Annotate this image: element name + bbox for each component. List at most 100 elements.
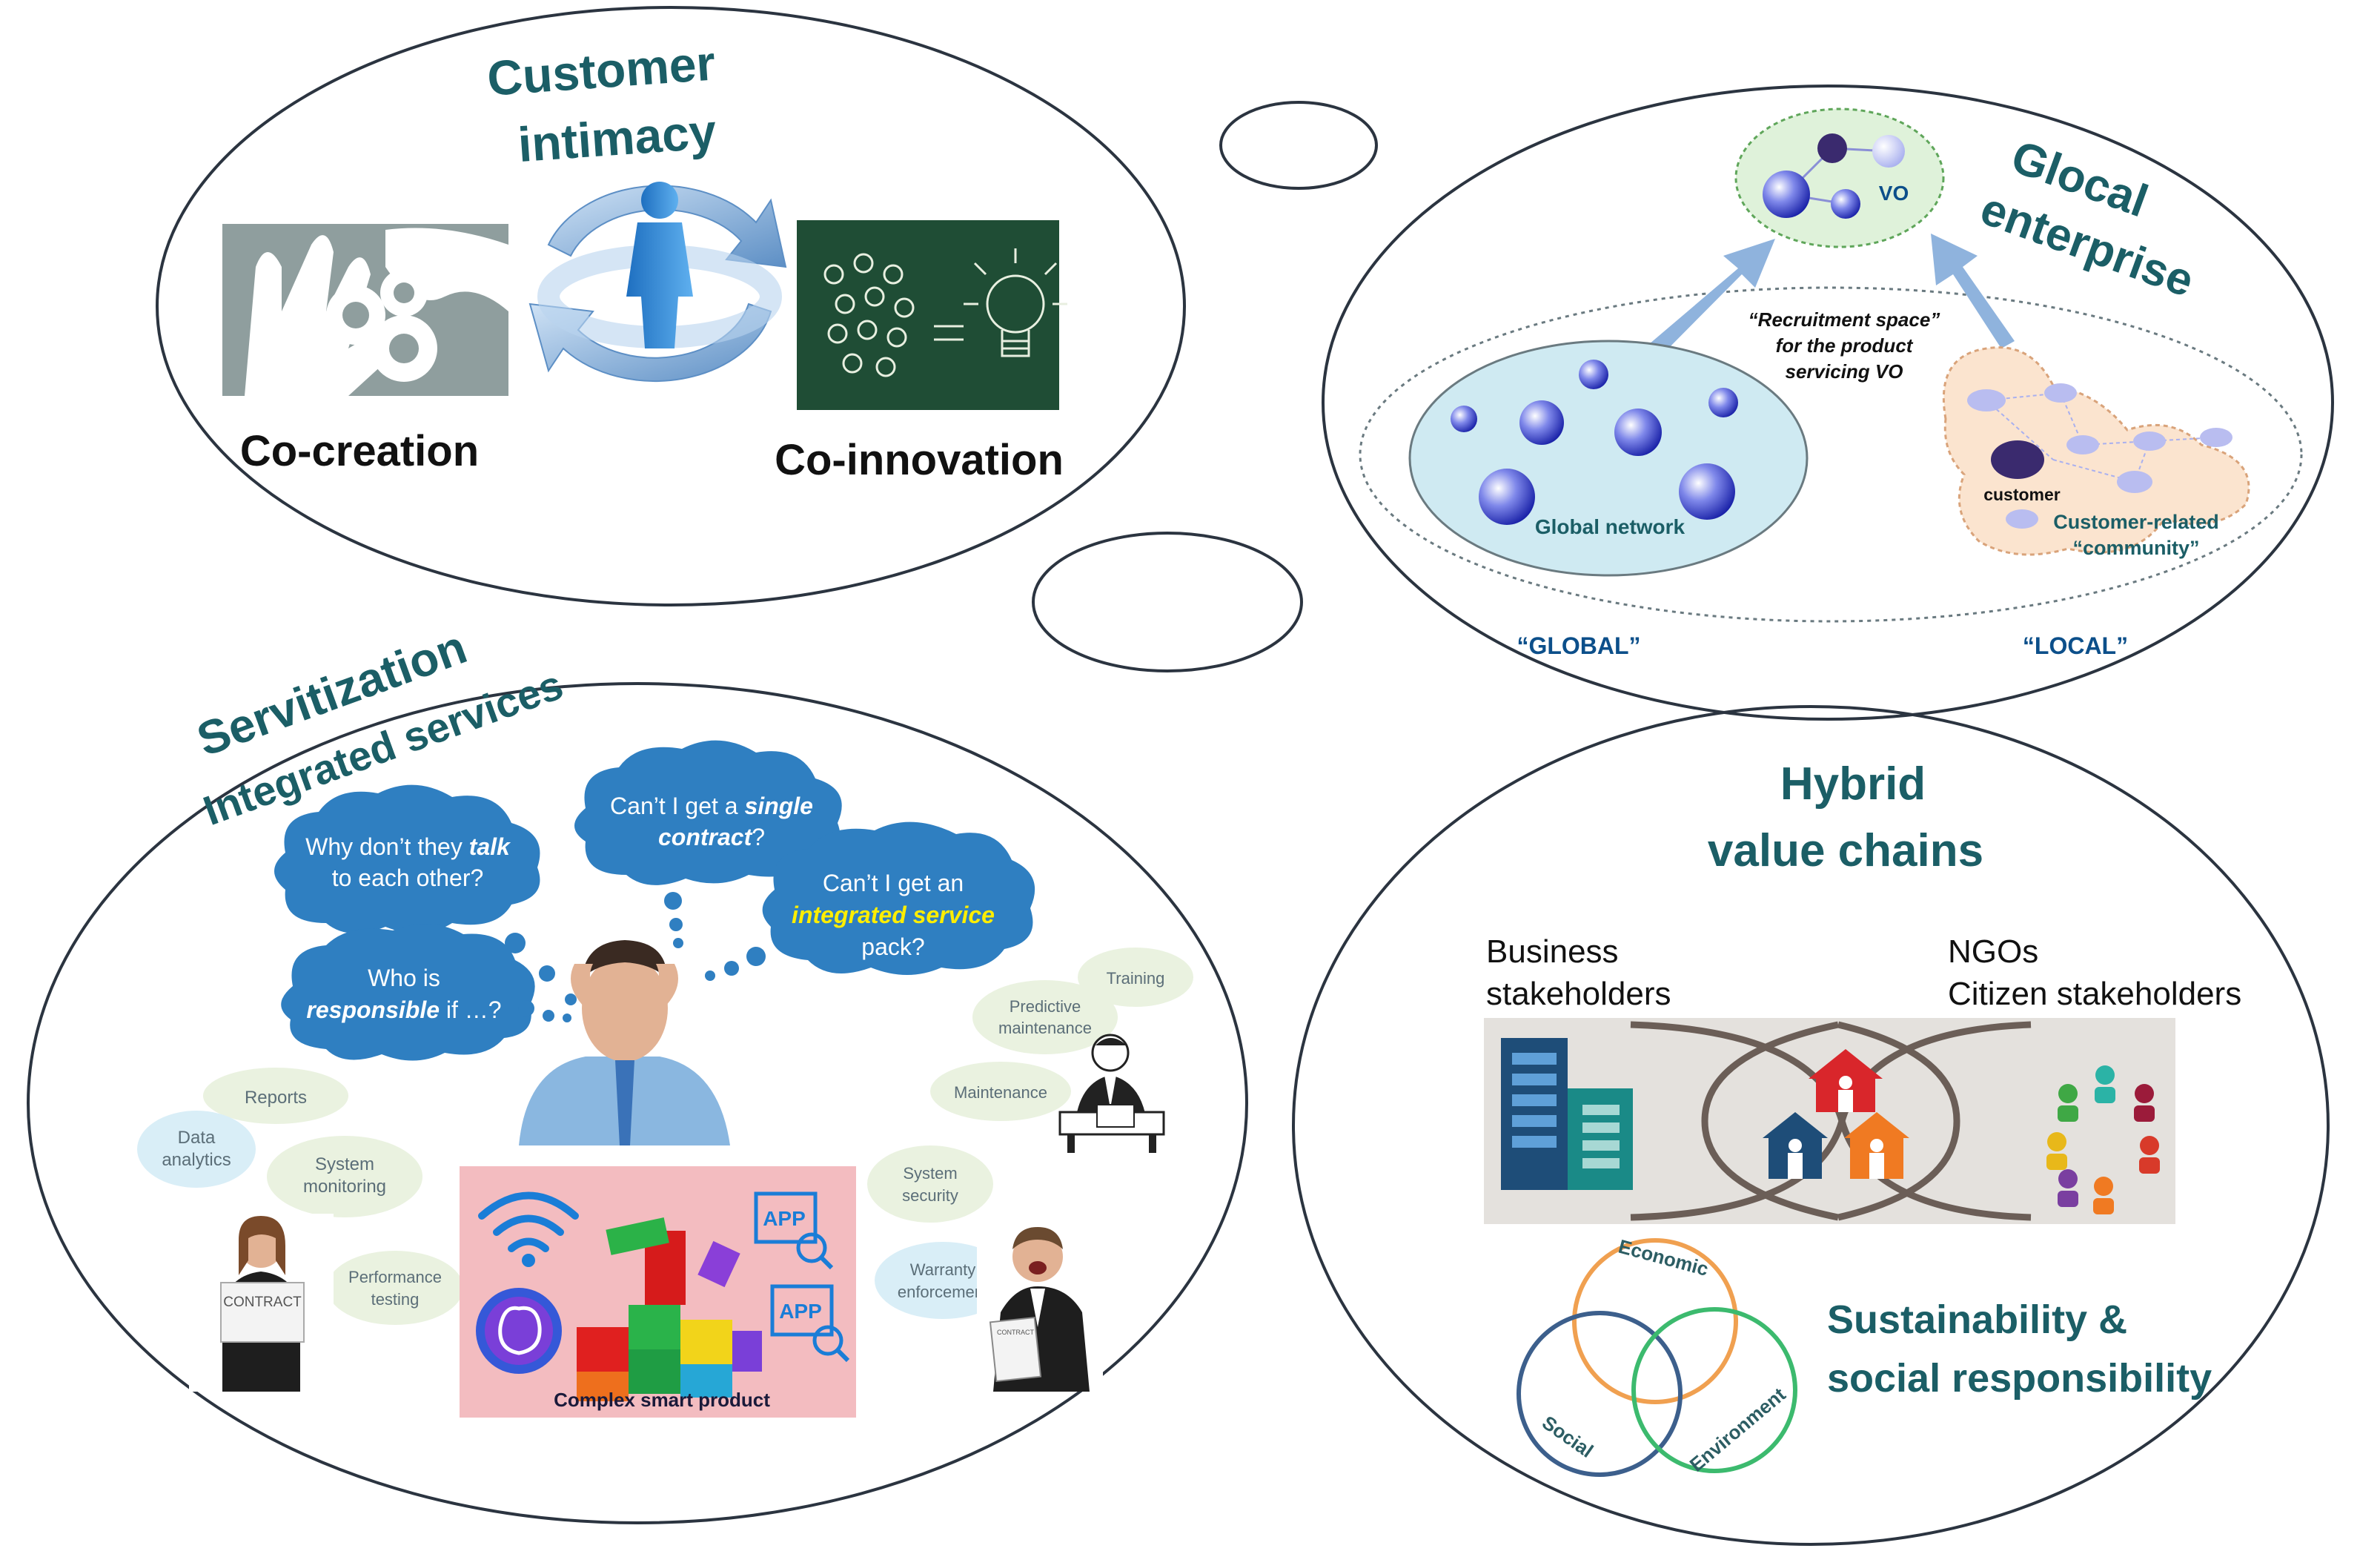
cloud-maintenance: Maintenance: [930, 1062, 1071, 1121]
app-icon-2: APP: [770, 1284, 850, 1363]
svg-text:Training: Training: [1107, 969, 1165, 988]
svg-text:servicing VO: servicing VO: [1786, 360, 1903, 383]
cloud-system-security: System security: [867, 1145, 993, 1223]
svg-text:responsible if …?: responsible if …?: [306, 996, 501, 1023]
medium-thought-bubble: [1032, 532, 1303, 672]
businessman-desk-image: [1058, 1034, 1165, 1153]
houses-icon: [1763, 1049, 1909, 1179]
svg-text:Why don’t they talk: Why don’t they talk: [305, 833, 511, 860]
complex-smart-product-label: Complex smart product: [554, 1389, 770, 1411]
svg-text:for the product: for the product: [1776, 334, 1914, 357]
cloud-predictive-maintenance: Predictive maintenance: [972, 980, 1118, 1054]
contract-label-small: CONTRACT: [997, 1329, 1034, 1336]
svg-text:Reports: Reports: [245, 1088, 307, 1108]
customer-intimacy-bubble: [156, 6, 1186, 606]
cloud-training: Training: [1078, 948, 1193, 1007]
global-label: “GLOBAL”: [1516, 632, 1640, 659]
svg-text:analytics: analytics: [162, 1150, 231, 1170]
business-label-line1: Business: [1486, 933, 1619, 970]
co-creation-image: [222, 224, 508, 396]
global-to-vo-arrow: [1644, 239, 1775, 362]
svg-text:“Recruitment space”: “Recruitment space”: [1748, 308, 1940, 331]
co-innovation-label: Co-innovation: [775, 436, 1064, 484]
sustainability-label-line2: social responsibility: [1827, 1356, 2212, 1401]
brain-icon: [476, 1288, 562, 1374]
servitization-bubble: [27, 682, 1248, 1524]
svg-text:pack?: pack?: [861, 933, 924, 960]
local-community: customer Customer-related “community”: [1942, 346, 2250, 559]
service-clouds: Reports Data analytics System monitoring…: [137, 948, 1193, 1325]
customer-label: customer: [1983, 485, 2061, 504]
svg-text:maintenance: maintenance: [998, 1019, 1092, 1037]
cloud-reports: Reports: [203, 1068, 348, 1124]
small-thought-bubble: [1219, 101, 1378, 190]
vo-cluster: VO: [1734, 108, 1945, 248]
thought-cloud-integrated: Can’t I get an integrated service pack?: [762, 821, 1035, 975]
svg-text:Can’t I get a single: Can’t I get a single: [610, 793, 813, 819]
glocal-title: Glocal enterprise: [1974, 131, 2200, 307]
thought-cloud-single: Can’t I get a single contract?: [574, 740, 842, 885]
svg-text:Predictive: Predictive: [1010, 997, 1081, 1016]
customer-cycle-icon: [528, 182, 787, 382]
app-icon-1: APP: [754, 1191, 834, 1270]
customer-intimacy-title-line1: Customer: [485, 35, 717, 105]
people-circle-icon: [2046, 1065, 2160, 1214]
cloud-data-analytics: Data analytics: [137, 1111, 256, 1188]
svg-text:System: System: [315, 1154, 374, 1174]
contract-label: CONTRACT: [223, 1295, 302, 1310]
hybrid-title-line1: Hybrid: [1780, 758, 1926, 810]
ngo-label-line1: NGOs: [1948, 933, 2038, 970]
surprised-man-image: CONTRACT: [977, 1216, 1103, 1392]
svg-text:Who is: Who is: [368, 965, 440, 991]
svg-text:enforcement: enforcement: [898, 1283, 988, 1301]
co-innovation-image: [797, 220, 1067, 410]
complex-smart-product: APP APP Complex smart product: [460, 1166, 856, 1418]
svg-text:Maintenance: Maintenance: [954, 1083, 1047, 1102]
svg-text:Warranty: Warranty: [910, 1260, 975, 1279]
svg-text:contract?: contract?: [658, 824, 765, 850]
svg-text:testing: testing: [371, 1290, 420, 1309]
global-network-label: Global network: [1535, 515, 1685, 538]
svg-text:System: System: [903, 1164, 957, 1183]
svg-text:security: security: [902, 1186, 958, 1205]
recruitment-space-region: [1359, 286, 2303, 623]
community-label-line1: Customer-related: [2053, 511, 2219, 533]
svg-text:integrated service: integrated service: [792, 902, 995, 928]
cloud-system-monitoring: System monitoring: [267, 1136, 422, 1217]
hybrid-value-chains-bubble: [1292, 705, 2330, 1546]
business-label-line2: stakeholders: [1486, 976, 1671, 1012]
local-label: “LOCAL”: [2023, 632, 2128, 659]
stressed-man-image: [519, 940, 730, 1145]
svg-text:Performance: Performance: [348, 1268, 442, 1286]
contract-woman-image: CONTRACT: [189, 1214, 334, 1392]
global-network: Global network: [1408, 340, 1809, 577]
building-blocks: [577, 1217, 762, 1401]
svg-text:APP: APP: [763, 1207, 806, 1230]
hybrid-title-line2: value chains: [1708, 825, 1983, 876]
ngo-label-line2: Citizen stakeholders: [1948, 976, 2241, 1012]
thought-dots: [505, 892, 766, 1022]
value-chain-banner: [1484, 1018, 2175, 1224]
wifi-icon: [478, 1191, 579, 1252]
svg-text:APP: APP: [779, 1300, 822, 1323]
customer-intimacy-title: Customer intimacy: [485, 35, 718, 173]
community-label-line2: “community”: [2072, 537, 2199, 559]
cloud-performance-testing: Performance testing: [327, 1251, 463, 1325]
svg-text:monitoring: monitoring: [303, 1177, 386, 1197]
thought-cloud-talk: Why don’t they talk to each other?: [274, 784, 540, 933]
svg-text:Data: Data: [178, 1128, 216, 1148]
thought-cloud-responsible: Who is responsible if …?: [281, 924, 535, 1061]
vo-label: VO: [1879, 182, 1909, 205]
co-creation-label: Co-creation: [240, 427, 479, 475]
customer-intimacy-title-line2: intimacy: [516, 104, 718, 173]
recruitment-space-text: “Recruitment space” for the product serv…: [1748, 308, 1940, 383]
local-to-vo-arrow: [1931, 234, 2015, 348]
svg-text:Can’t I get an: Can’t I get an: [823, 870, 964, 896]
venn-environment-label: Environment: [1685, 1383, 1790, 1475]
svg-text:to each other?: to each other?: [332, 864, 484, 891]
glocal-enterprise-bubble: [1322, 85, 2334, 721]
building-icon: [1501, 1038, 1633, 1190]
sustainability-label-line1: Sustainability &: [1827, 1297, 2127, 1342]
sustainability-venn: Economic Social Environment: [1516, 1235, 1797, 1477]
